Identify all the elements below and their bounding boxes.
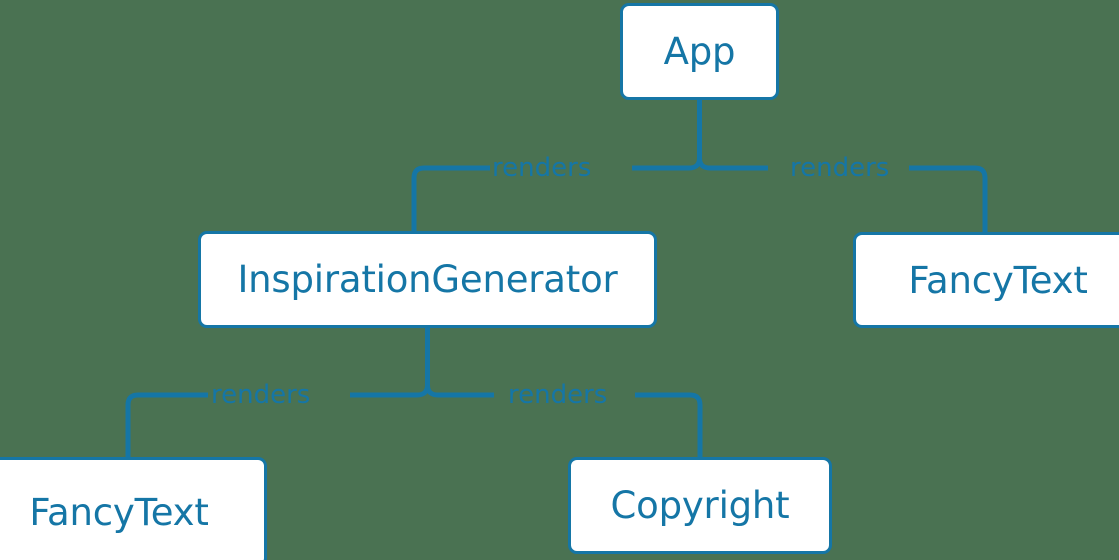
edge-inspirationgenerator-split-left	[350, 384, 430, 398]
node-fancytext-bottom-label: FancyText	[29, 490, 209, 534]
node-app[interactable]: App	[620, 3, 779, 100]
edge-app-to-inspirationgenerator	[411, 165, 490, 231]
node-app-label: App	[663, 30, 736, 73]
edge-label-inspirationgenerator-to-copyright: renders	[508, 380, 608, 410]
edge-app-to-fancytext-right	[909, 165, 988, 232]
node-fancytext-bottom[interactable]: FancyText	[0, 457, 267, 560]
edge-app-split-left	[632, 157, 702, 171]
edge-label-inspirationgenerator-to-fancytext-bottom: renders	[211, 380, 311, 410]
edge-inspirationgenerator-to-copyright	[635, 392, 703, 457]
node-fancytext-right-label: FancyText	[908, 258, 1088, 302]
edge-label-app-to-fancytext-right: renders	[790, 153, 890, 183]
node-inspiration-generator[interactable]: InspirationGenerator	[198, 231, 657, 328]
edge-inspirationgenerator-split-right	[425, 384, 494, 398]
edge-inspirationgenerator-to-fancytext-bottom	[125, 392, 208, 457]
node-copyright-label: Copyright	[610, 484, 790, 527]
edge-app-split-right	[697, 157, 768, 171]
edge-label-app-to-inspirationgenerator: renders	[492, 153, 592, 183]
node-copyright[interactable]: Copyright	[568, 457, 832, 554]
node-fancytext-right[interactable]: FancyText	[853, 232, 1119, 328]
node-inspiration-generator-label: InspirationGenerator	[237, 258, 618, 301]
